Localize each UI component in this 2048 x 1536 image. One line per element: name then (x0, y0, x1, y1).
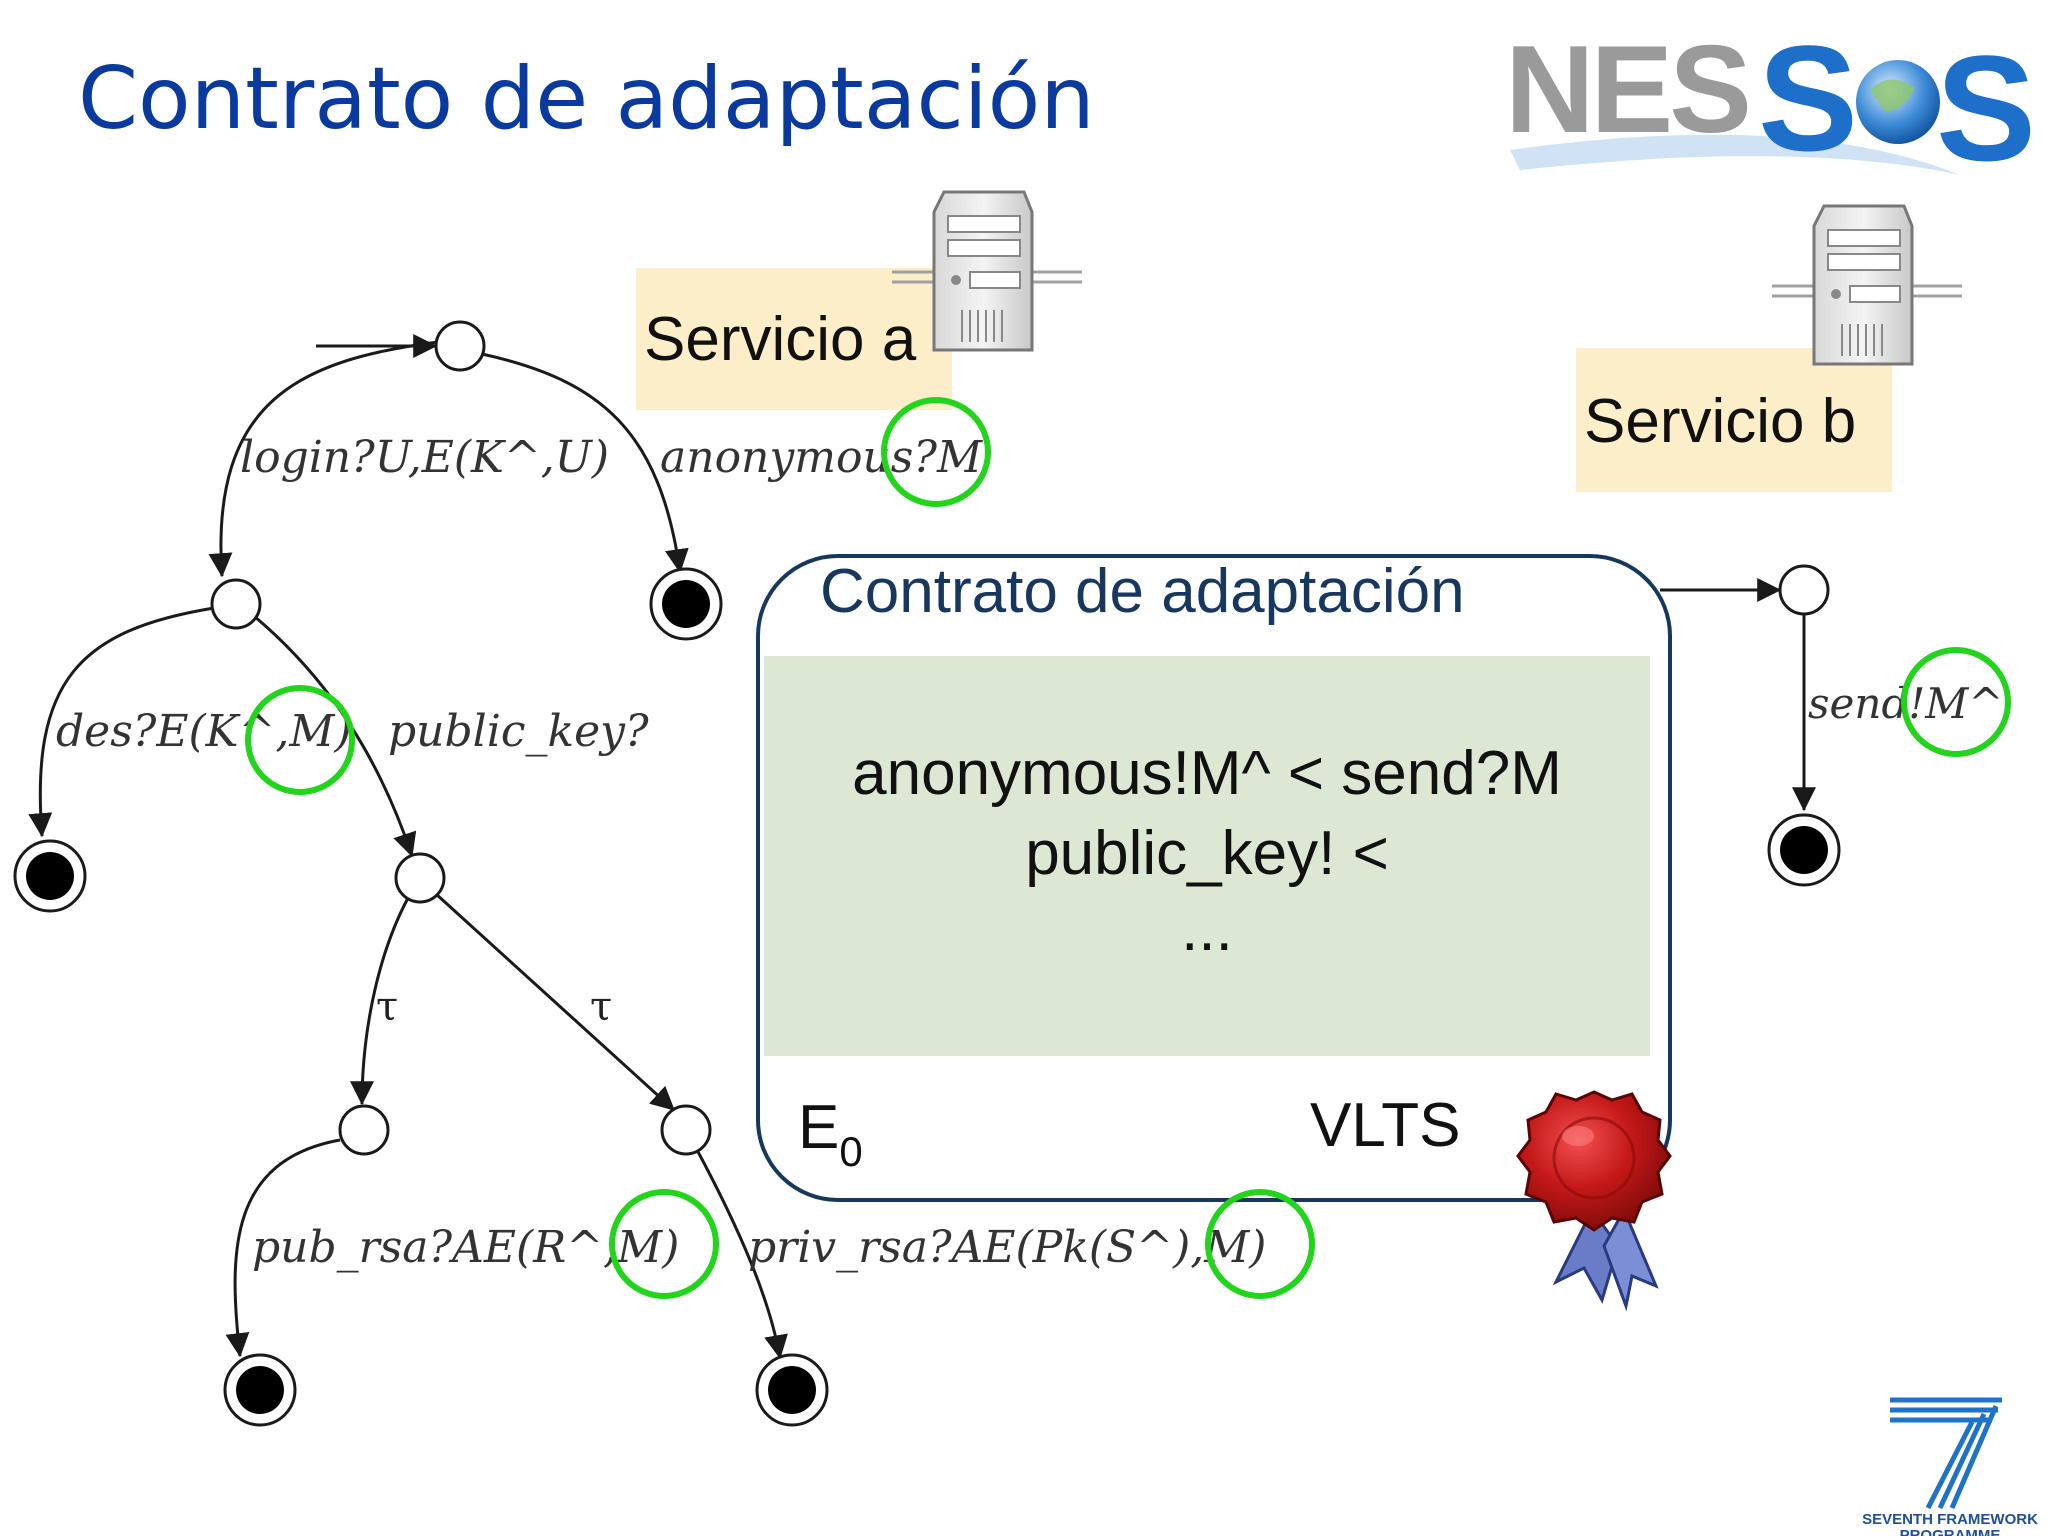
automaton-a-labels: login?U,E(K^,U) anonymous?M des?E(K^,M) … (56, 432, 1266, 1273)
label-tau-left: τ (376, 984, 398, 1030)
server-icon (1772, 204, 1962, 366)
highlight-des-m (245, 685, 355, 795)
state-final-priv-rsa (755, 1353, 829, 1427)
service-b-box (1576, 348, 1892, 492)
contract-vlts-label: VLTS (1310, 1091, 1460, 1160)
automaton-a-states (13, 320, 829, 1427)
label-des: des?E(K^,M) (56, 706, 352, 757)
edge-tau-left (350, 897, 410, 1106)
contract-rule-2: public_key! < (1025, 819, 1389, 888)
state-tau-left (338, 1104, 390, 1156)
label-tau-right: τ (590, 984, 612, 1030)
fp7-seven-icon (1890, 1397, 2002, 1510)
service-b: Servicio b (1576, 204, 1962, 492)
edge-priv-rsa (694, 1147, 788, 1360)
contract-e-main: E (798, 1093, 839, 1162)
nessos-logo-s2: S (1936, 24, 2036, 192)
fp7-line1: SEVENTH FRAMEWORK (1862, 1511, 2038, 1528)
fp7-line2: PROGRAMME (1900, 1527, 2001, 1536)
contract-e0-label: E0 (798, 1093, 863, 1175)
wax-seal-icon (1516, 1090, 1672, 1312)
state-b-final (1767, 813, 1841, 887)
label-login: login?U,E(K^,U) (240, 432, 609, 483)
state-tau-right (660, 1104, 712, 1156)
edge-anonymous (481, 352, 689, 574)
state-initial (434, 320, 486, 372)
state-final-pub-rsa (223, 1353, 297, 1427)
state-final-des (13, 839, 87, 913)
contract-box: Contrato de adaptación anonymous!M^ < se… (756, 554, 1672, 1202)
contract-rule-3: ... (1181, 895, 1233, 964)
edge-pub-rsa (225, 1138, 341, 1358)
highlights (245, 397, 2011, 1299)
service-a-box (636, 268, 952, 410)
state-b-initial (1778, 564, 1830, 616)
server-icon (892, 190, 1082, 352)
contract-rule-1: anonymous!M^ < send?M (852, 739, 1562, 808)
contract-rules-panel (764, 656, 1650, 1056)
highlight-priv-rsa-m (1205, 1189, 1315, 1299)
contract-title: Contrato de adaptación (820, 557, 1465, 626)
label-priv-rsa: priv_rsa?AE(Pk(S^),M) (748, 1222, 1266, 1273)
label-public-key: public_key? (388, 706, 649, 757)
edge-des (28, 606, 215, 838)
highlight-anonymous-m (881, 397, 991, 507)
highlight-pub-rsa-m (609, 1189, 719, 1299)
service-b-label: Servicio b (1584, 387, 1856, 456)
label-pub-rsa: pub_rsa?AE(R^,M) (252, 1222, 679, 1273)
nessos-logo: NES S S (1505, 14, 2036, 192)
contract-e-subscript: 0 (839, 1128, 862, 1175)
service-a-label: Servicio a (644, 305, 917, 374)
automaton-b: send!M^ (1660, 564, 2003, 887)
service-a: Servicio a (636, 190, 1082, 410)
edge-tau-right (434, 892, 676, 1112)
nessos-logo-text: NES (1505, 21, 1748, 159)
label-anonymous: anonymous?M (660, 432, 983, 483)
slide-title: Contrato de adaptación (78, 49, 1095, 149)
state-public-key (394, 852, 446, 904)
edge-login (208, 340, 439, 578)
highlight-send-m (1901, 647, 2011, 757)
fp7-logo: SEVENTH FRAMEWORK PROGRAMME (1862, 1397, 2038, 1536)
nessos-logo-s1: S (1758, 14, 1858, 182)
state-login (210, 578, 262, 630)
state-final-anonymous (649, 567, 723, 641)
automaton-a-edges (28, 334, 788, 1360)
